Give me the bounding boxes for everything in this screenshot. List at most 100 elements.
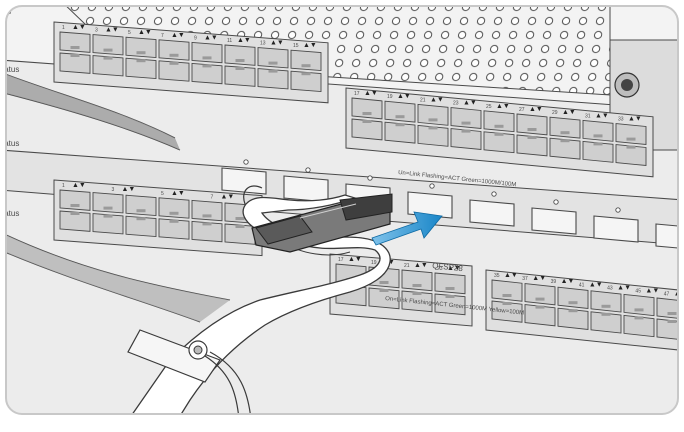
port-number-label: 9 [194,35,197,41]
port-number-label: 23 [453,101,459,107]
ethernet-port [491,279,523,302]
ethernet-port [524,283,556,306]
led-indicator-icon: ▲▼ [237,37,251,44]
led-indicator-icon: ▲▼ [138,29,152,36]
led-indicator-icon: ▲▼ [562,109,576,116]
esd-wrist-strap-icon [127,329,253,414]
status-label: tatus [2,139,19,148]
port-number-label: 19 [371,260,377,266]
port-number-label: 45 [635,288,641,294]
ethernet-port [191,199,223,222]
port-number-label: 27 [519,107,525,113]
port-number-label: 11 [227,38,232,44]
ethernet-port [623,314,655,338]
ethernet-port [582,119,614,142]
port-number-label: 47 [664,292,670,298]
sfp-slot-label: QFSP28 [432,261,464,273]
ethernet-port [257,68,289,90]
led-indicator-icon: ▲▼ [348,256,362,263]
port-number-label: 5 [128,30,131,36]
ethernet-port [125,215,157,238]
status-label: tatus [2,209,19,218]
led-indicator-icon: ▲▼ [529,106,543,113]
sfp-port [531,207,577,235]
ethernet-port [59,189,91,211]
sfp-port [407,191,453,219]
ethernet-port [351,97,383,120]
ethernet-port [92,213,124,235]
ethernet-port [257,47,289,69]
sfp-port [221,167,267,195]
port-number-label: 7 [211,195,214,201]
ethernet-port [191,41,223,64]
port-number-label: 41 [579,282,585,288]
led-indicator-icon: ▲▼ [628,116,642,123]
ethernet-port [158,39,190,61]
sfp-port [469,199,515,227]
port-number-label: 7 [161,33,164,39]
ethernet-port [450,107,482,129]
ethernet-port [125,194,157,217]
port-number-label: 5 [161,191,164,197]
ethernet-port [92,192,124,214]
ethernet-port [549,137,581,160]
ethernet-port [615,144,647,166]
led-indicator-icon: ▲▼ [221,194,235,201]
ethernet-port [290,49,322,72]
port-number-label: 17 [354,91,360,97]
led-indicator-icon: ▲▼ [397,93,411,100]
led-indicator-icon: ▲▼ [504,272,518,279]
ethernet-port [483,110,515,133]
led-indicator-icon: ▲▼ [430,96,444,103]
transceiver-module-icon [251,193,393,253]
ethernet-port [590,290,622,313]
led-indicator-icon: ▲▼ [617,284,631,291]
ethernet-port [401,290,433,313]
led-indicator-icon: ▲▼ [674,291,684,298]
led-indicator-icon: ▲▼ [72,24,86,31]
led-indicator-icon: ▲▼ [303,42,317,49]
led-indicator-icon: ▲▼ [589,281,603,288]
port-number-label: 29 [552,110,558,116]
ethernet-port [401,269,433,292]
ethernet-port [582,140,614,163]
ethernet-port [384,121,416,144]
ethernet-port [368,287,400,310]
ethernet-port [59,52,91,74]
led-indicator-icon: ▲▼ [270,40,284,47]
ethernet-port [417,124,449,147]
ethernet-port [656,297,678,320]
ethernet-port [434,293,466,316]
sfp-port [283,175,329,203]
ethernet-port [524,304,556,327]
ethernet-port [450,128,482,150]
ethernet-port [191,62,223,85]
led-indicator-icon: ▲▼ [72,182,86,189]
port-number-label: 43 [607,285,613,291]
ethernet-port [224,65,256,87]
ethernet-port [290,70,322,93]
port-number-label: 3 [112,187,115,193]
ethernet-port [351,118,383,141]
port-number-label: 25 [486,104,492,110]
ethernet-port [516,113,548,136]
ethernet-port [615,123,647,145]
ethernet-port [483,131,515,154]
ethernet-port [92,34,124,56]
ethernet-port [59,210,91,232]
led-indicator-icon: ▲▼ [463,100,477,107]
led-indicator-icon: ▲▼ [595,112,609,119]
ethernet-port [224,223,256,245]
led-indicator-icon: ▲▼ [645,287,659,294]
ethernet-port [158,60,190,82]
port-number-label: 1 [62,25,65,31]
port-number-label: 33 [618,117,624,123]
ethernet-port [384,100,416,123]
led-indicator-icon: ▲▼ [204,34,218,41]
ethernet-port [158,218,190,240]
port-number-label: 39 [551,279,557,285]
ethernet-port [549,116,581,139]
ethernet-port [590,311,622,334]
port-number-label: 19 [387,94,393,100]
